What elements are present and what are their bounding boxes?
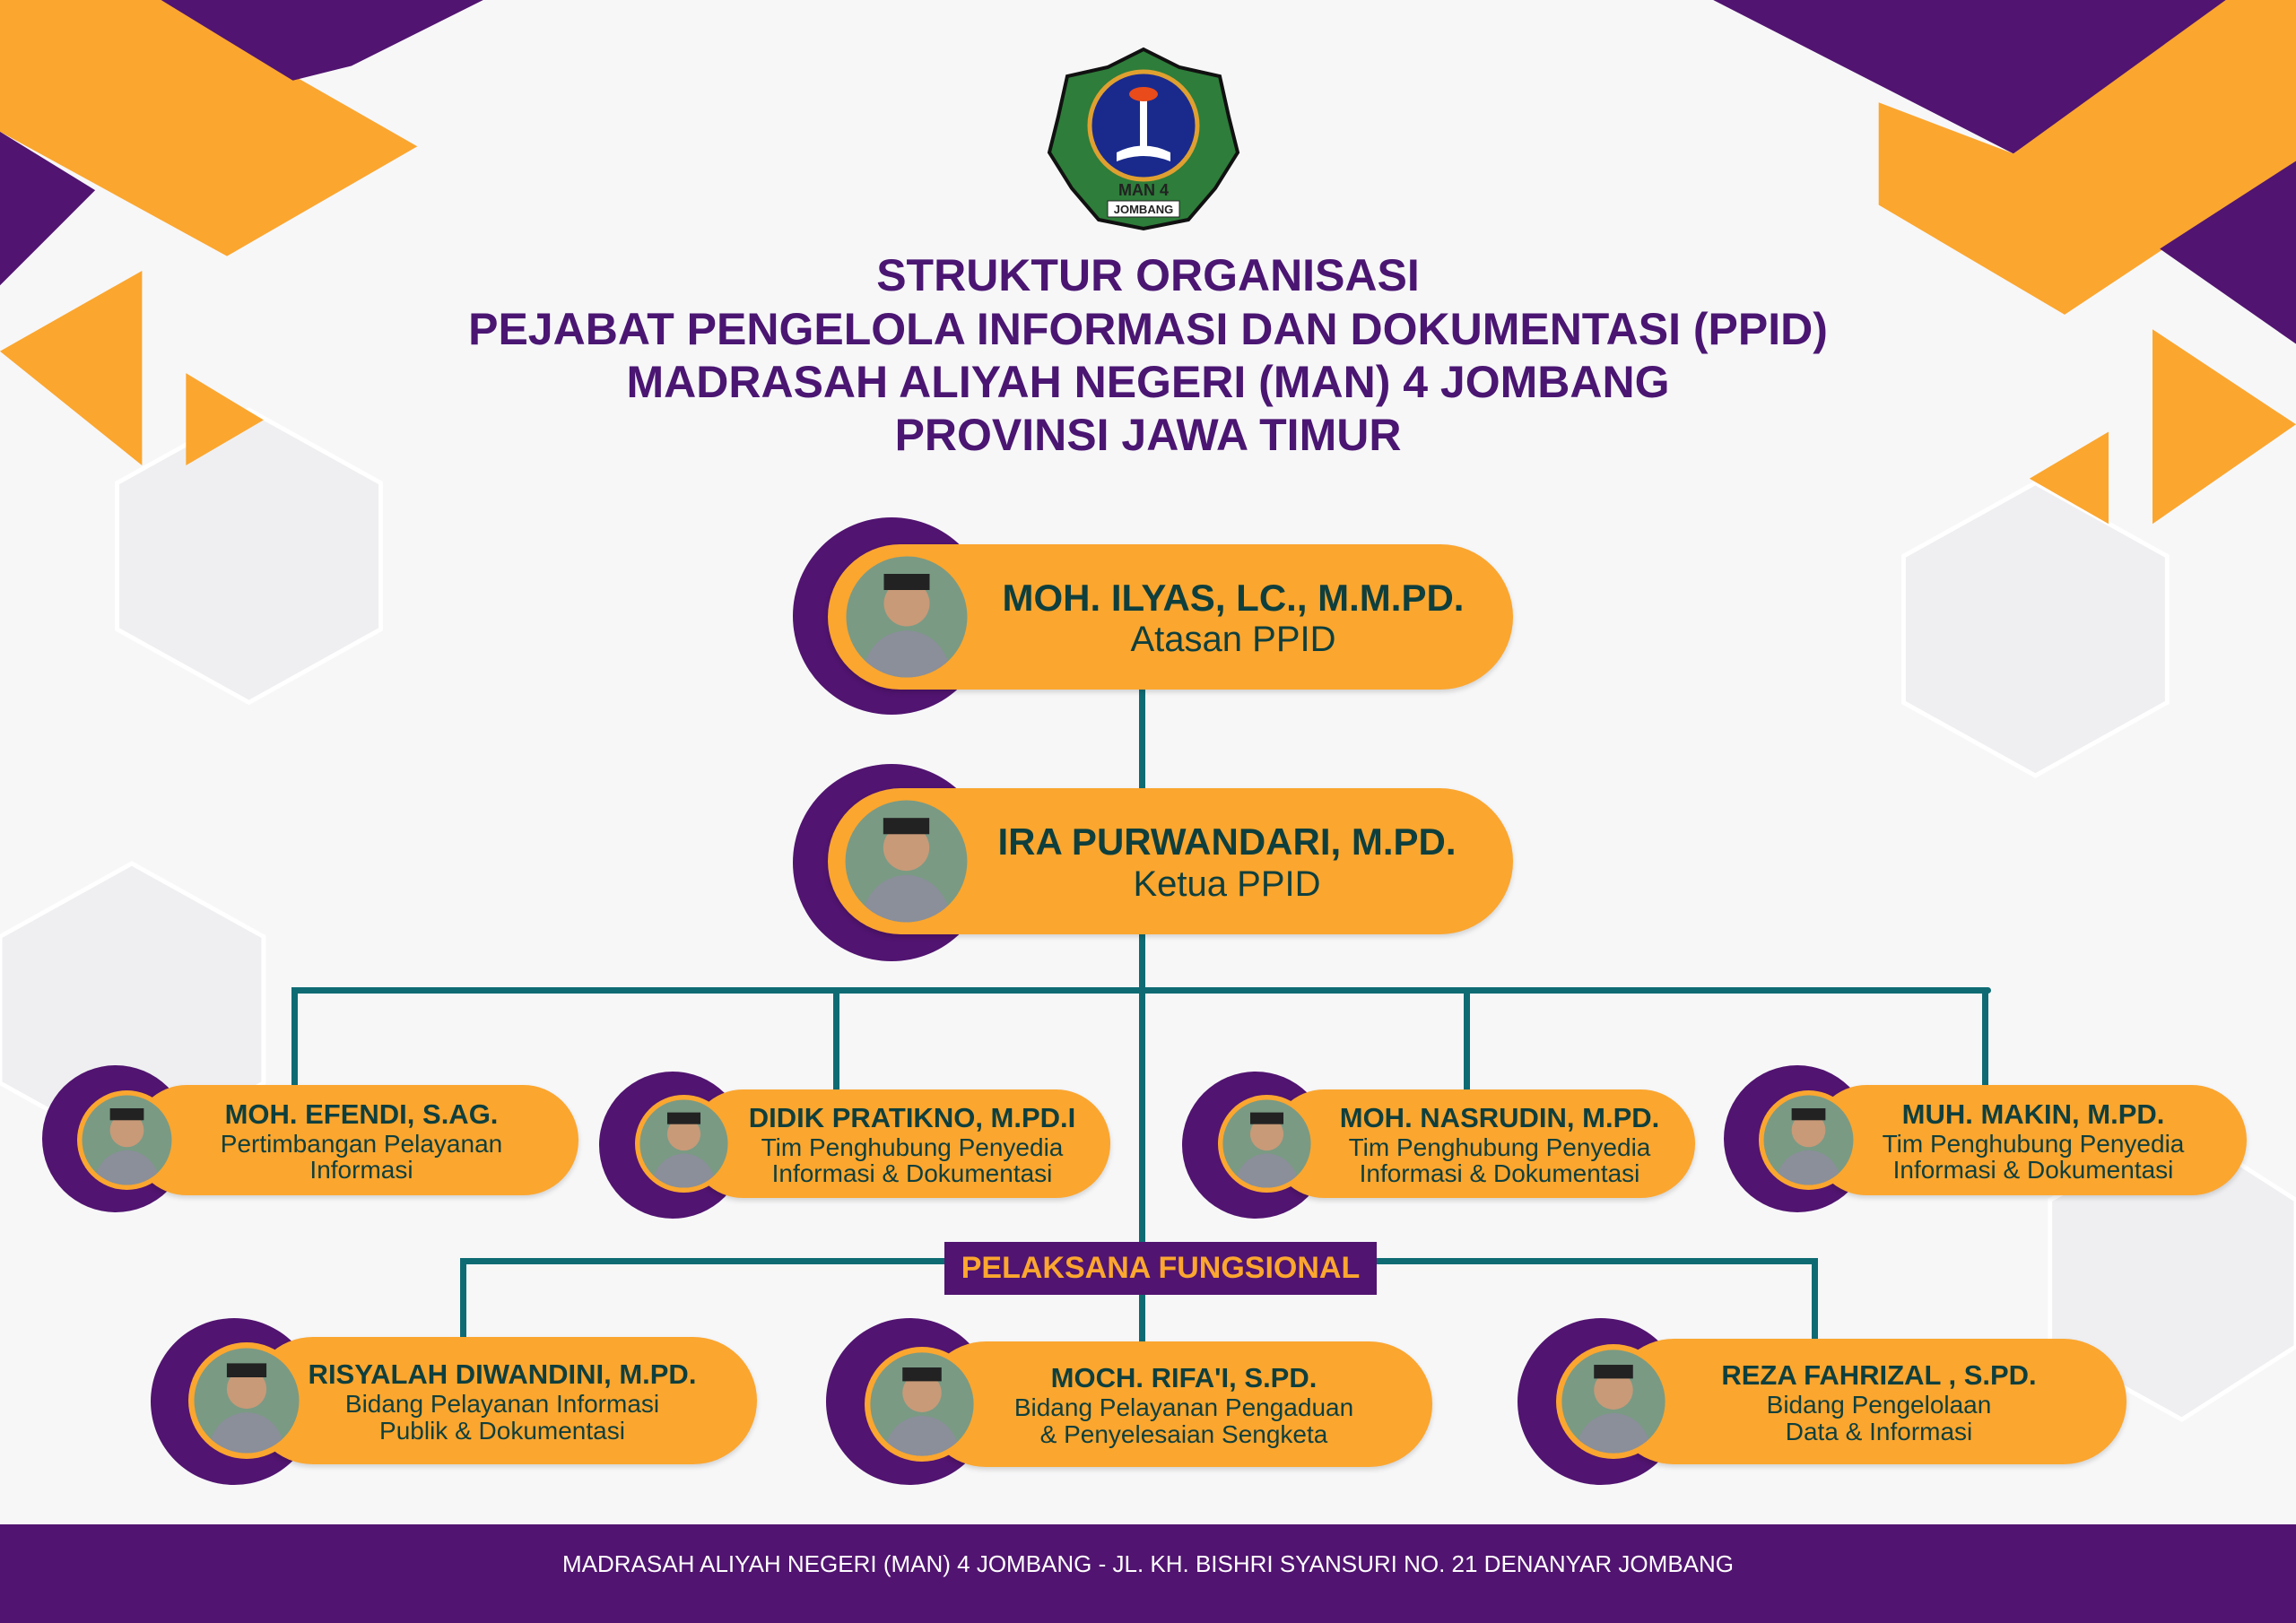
- card-pill: [1611, 1339, 2126, 1464]
- member-photo: [76, 1090, 177, 1190]
- card-pill: [1812, 1085, 2247, 1195]
- svg-text:MAN 4: MAN 4: [1118, 181, 1169, 199]
- connector-drop: [1812, 1258, 1818, 1341]
- connector-drop: [1464, 987, 1470, 1090]
- member-name: MUH. MAKIN, M.PD.: [1901, 1098, 2165, 1130]
- member-role: Informasi & Dokumentasi: [1359, 1159, 1640, 1188]
- member-role: Bidang Pelayanan Pengaduan: [1013, 1393, 1354, 1422]
- card-pill: [923, 1341, 1432, 1467]
- person-photo-icon: [845, 800, 968, 923]
- connector-main-vertical: [1139, 690, 1145, 1263]
- connector-drop: [291, 987, 298, 1086]
- member-photo: [187, 1342, 305, 1459]
- person-photo-icon: [82, 1095, 172, 1185]
- member-role: Informasi: [309, 1156, 413, 1185]
- member-role: Tim Penghubung Penyedia: [761, 1133, 1064, 1161]
- person-photo-icon: [846, 556, 967, 678]
- member-photo: [1555, 1344, 1671, 1459]
- member-role: Publik & Dokumentasi: [379, 1416, 625, 1445]
- title-line-4: PROVINSI JAWA TIMUR: [894, 410, 1402, 460]
- member-role: Bidang Pelayanan Informasi: [344, 1390, 660, 1419]
- member-name: REZA FAHRIZAL , S.PD.: [1721, 1359, 2037, 1391]
- member-name: MOH. ILYAS, LC., M.M.PD.: [1002, 576, 1465, 619]
- person-photo-icon: [1222, 1099, 1311, 1188]
- person-photo-icon: [1763, 1095, 1854, 1185]
- connector-drop: [460, 1258, 466, 1341]
- member-role: Pertimbangan Pelayanan: [220, 1129, 503, 1158]
- member-role: Informasi & Dokumentasi: [771, 1159, 1053, 1188]
- svg-text:JOMBANG: JOMBANG: [1114, 203, 1173, 216]
- card-pill: [132, 1085, 578, 1195]
- member-name: MOH. EFENDI, S.AG.: [224, 1098, 499, 1130]
- title-line-3: MADRASAH ALIYAH NEGERI (MAN) 4 JOMBANG: [626, 357, 1670, 407]
- member-name: RISYALAH DIWANDINI, M.PD.: [308, 1358, 697, 1390]
- member-role: Ketua PPID: [1133, 864, 1321, 904]
- member-photo: [1217, 1095, 1316, 1193]
- card-pill: [1270, 1089, 1695, 1198]
- member-photo: [839, 794, 974, 929]
- member-role: Informasi & Dokumentasi: [1892, 1156, 2174, 1185]
- member-role: Tim Penghubung Penyedia: [1348, 1133, 1651, 1161]
- member-role: Data & Informasi: [1785, 1417, 1973, 1445]
- section-label-pelaksana-fungsional: PELAKSANA FUNGSIONAL: [944, 1242, 1377, 1295]
- title-line-1: STRUKTUR ORGANISASI: [876, 250, 1420, 300]
- footer-address: MADRASAH ALIYAH NEGERI (MAN) 4 JOMBANG -…: [0, 1524, 2296, 1623]
- school-logo: MAN 4 JOMBANG: [1045, 45, 1242, 233]
- member-photo: [839, 550, 974, 684]
- person-photo-icon: [1561, 1350, 1665, 1454]
- member-name: MOCH. RIFA'I, S.PD.: [1050, 1362, 1318, 1393]
- card-pill: [249, 1337, 757, 1464]
- connector-row3-horizontal: [294, 987, 1991, 994]
- person-photo-icon: [639, 1099, 728, 1188]
- member-name: DIDIK PRATIKNO, M.PD.I: [748, 1101, 1076, 1133]
- member-role: Tim Penghubung Penyedia: [1882, 1129, 2185, 1158]
- member-name: IRA PURWANDARI, M.PD.: [997, 820, 1457, 864]
- connector-drop: [1982, 987, 1988, 1086]
- person-photo-icon: [194, 1348, 300, 1454]
- member-role: Bidang Pengelolaan: [1766, 1391, 1992, 1419]
- person-photo-icon: [870, 1352, 974, 1456]
- connector-drop: [833, 987, 839, 1090]
- card-pill: [689, 1089, 1110, 1198]
- member-name: MOH. NASRUDIN, M.PD.: [1339, 1101, 1660, 1133]
- title-line-2: PEJABAT PENGELOLA INFORMASI DAN DOKUMENT…: [468, 304, 1828, 354]
- member-photo: [864, 1347, 979, 1462]
- member-photo: [1758, 1090, 1858, 1190]
- member-photo: [634, 1095, 733, 1193]
- connector-drop: [1139, 1258, 1145, 1343]
- member-role: & Penyelesaian Sengketa: [1039, 1419, 1328, 1448]
- member-role: Atasan PPID: [1130, 620, 1336, 660]
